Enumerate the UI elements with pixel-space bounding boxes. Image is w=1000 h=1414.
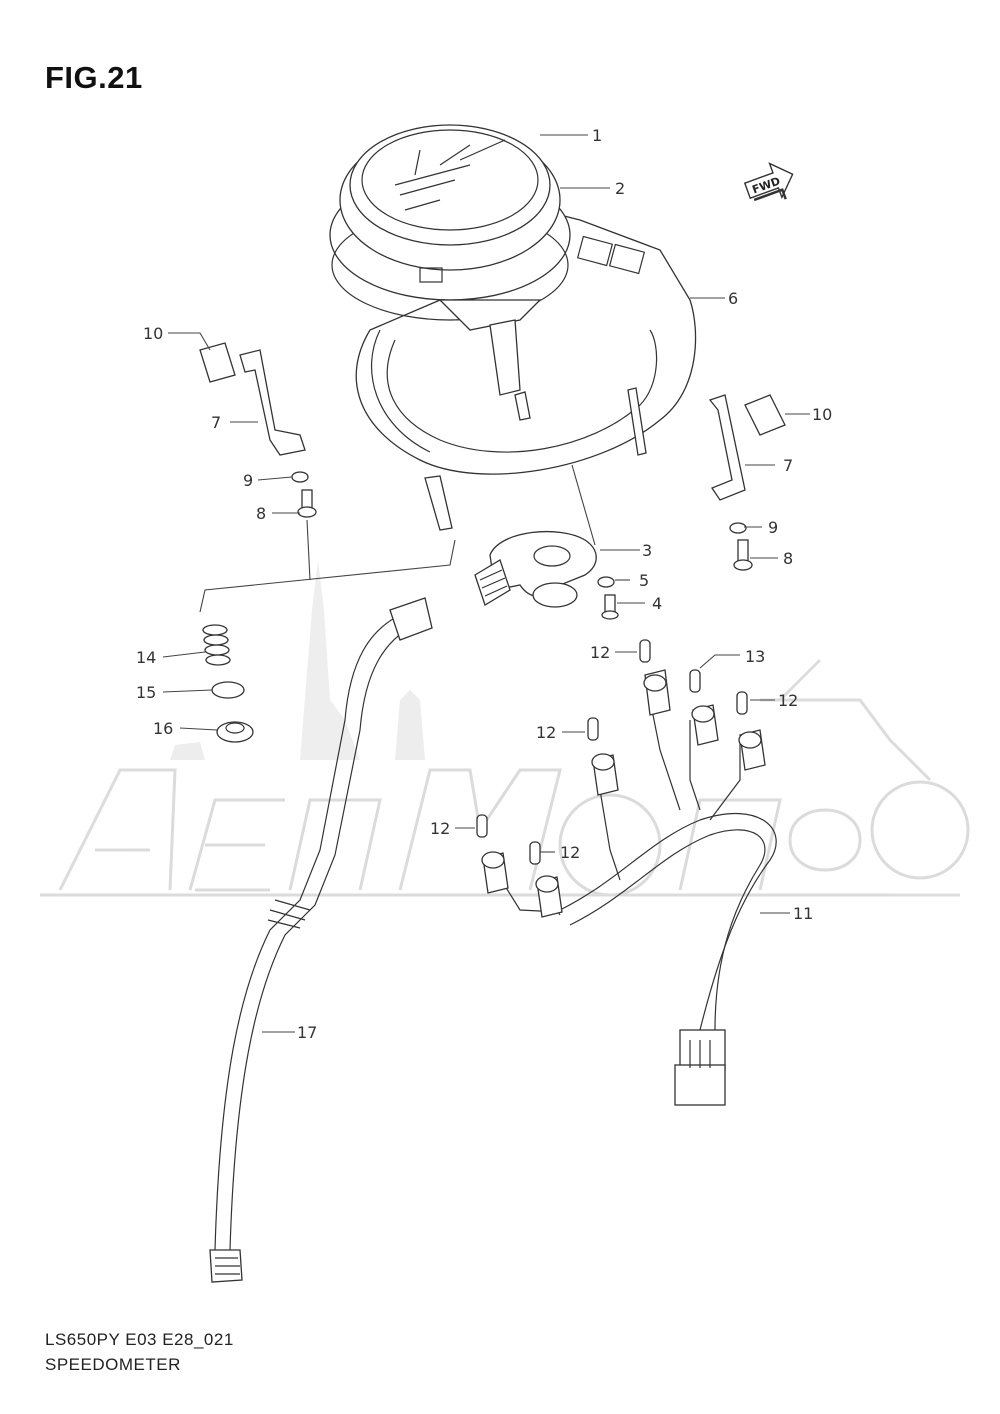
speedometer-cable-part-17 bbox=[209, 597, 433, 1283]
spring-part-14 bbox=[202, 624, 231, 666]
speedometer-gear-part-3 bbox=[474, 530, 597, 608]
fwd-label: FWD bbox=[751, 174, 782, 196]
callout-12-e: 12 bbox=[560, 843, 580, 862]
bulbs-part-12-13 bbox=[476, 639, 748, 865]
callout-17: 17 bbox=[297, 1023, 317, 1042]
callout-10-left: 10 bbox=[143, 324, 163, 343]
callout-6: 6 bbox=[728, 289, 738, 308]
bulb-sockets bbox=[481, 669, 766, 918]
callout-numbers: 1 2 3 4 5 6 7 7 8 8 9 9 10 10 11 12 12 1… bbox=[136, 126, 832, 1042]
wiring-harness-part-11 bbox=[494, 699, 777, 1106]
callout-8-left: 8 bbox=[256, 504, 266, 523]
callout-12-b: 12 bbox=[778, 691, 798, 710]
speedometer-head-part-1 bbox=[329, 124, 571, 421]
screw-part-4 bbox=[601, 594, 619, 620]
washer-part-5 bbox=[597, 576, 615, 588]
callout-7-left: 7 bbox=[211, 413, 221, 432]
cushion-part-10-left bbox=[199, 342, 236, 383]
callout-12-d: 12 bbox=[430, 819, 450, 838]
callout-13: 13 bbox=[745, 647, 765, 666]
callout-7-right: 7 bbox=[783, 456, 793, 475]
bolt-part-8-right bbox=[733, 539, 753, 571]
fwd-arrow-icon: FWD bbox=[743, 162, 794, 202]
callout-11: 11 bbox=[793, 904, 813, 923]
callout-12-a: 12 bbox=[590, 643, 610, 662]
callout-2: 2 bbox=[615, 179, 625, 198]
washer-part-9-right bbox=[729, 522, 747, 534]
callout-9-right: 9 bbox=[768, 518, 778, 537]
callout-4: 4 bbox=[652, 594, 662, 613]
callout-3: 3 bbox=[642, 541, 652, 560]
diagram-caption: SPEEDOMETER bbox=[45, 1355, 181, 1374]
callout-10-right: 10 bbox=[812, 405, 832, 424]
callout-14: 14 bbox=[136, 648, 156, 667]
callout-16: 16 bbox=[153, 719, 173, 738]
callout-12-c: 12 bbox=[536, 723, 556, 742]
callout-8-right: 8 bbox=[783, 549, 793, 568]
callout-1: 1 bbox=[592, 126, 602, 145]
grommet-part-16 bbox=[216, 721, 254, 743]
meter-cover-part-6 bbox=[355, 214, 697, 475]
leader-lines bbox=[162, 134, 810, 1033]
bracket-part-7-left bbox=[239, 349, 306, 456]
callout-5: 5 bbox=[639, 571, 649, 590]
figure-title: FIG.21 bbox=[45, 60, 143, 95]
callout-9-left: 9 bbox=[243, 471, 253, 490]
watermark bbox=[40, 560, 970, 897]
callout-15: 15 bbox=[136, 683, 156, 702]
cushion-part-10-right bbox=[744, 394, 786, 436]
bracket-part-7-right bbox=[708, 394, 746, 501]
meter-post bbox=[424, 387, 647, 531]
bolt-part-8-left bbox=[297, 489, 317, 518]
washer-part-15 bbox=[211, 681, 245, 699]
washer-part-9-left bbox=[291, 471, 309, 483]
diagram-code: LS650PY E03 E28_021 bbox=[45, 1330, 234, 1349]
